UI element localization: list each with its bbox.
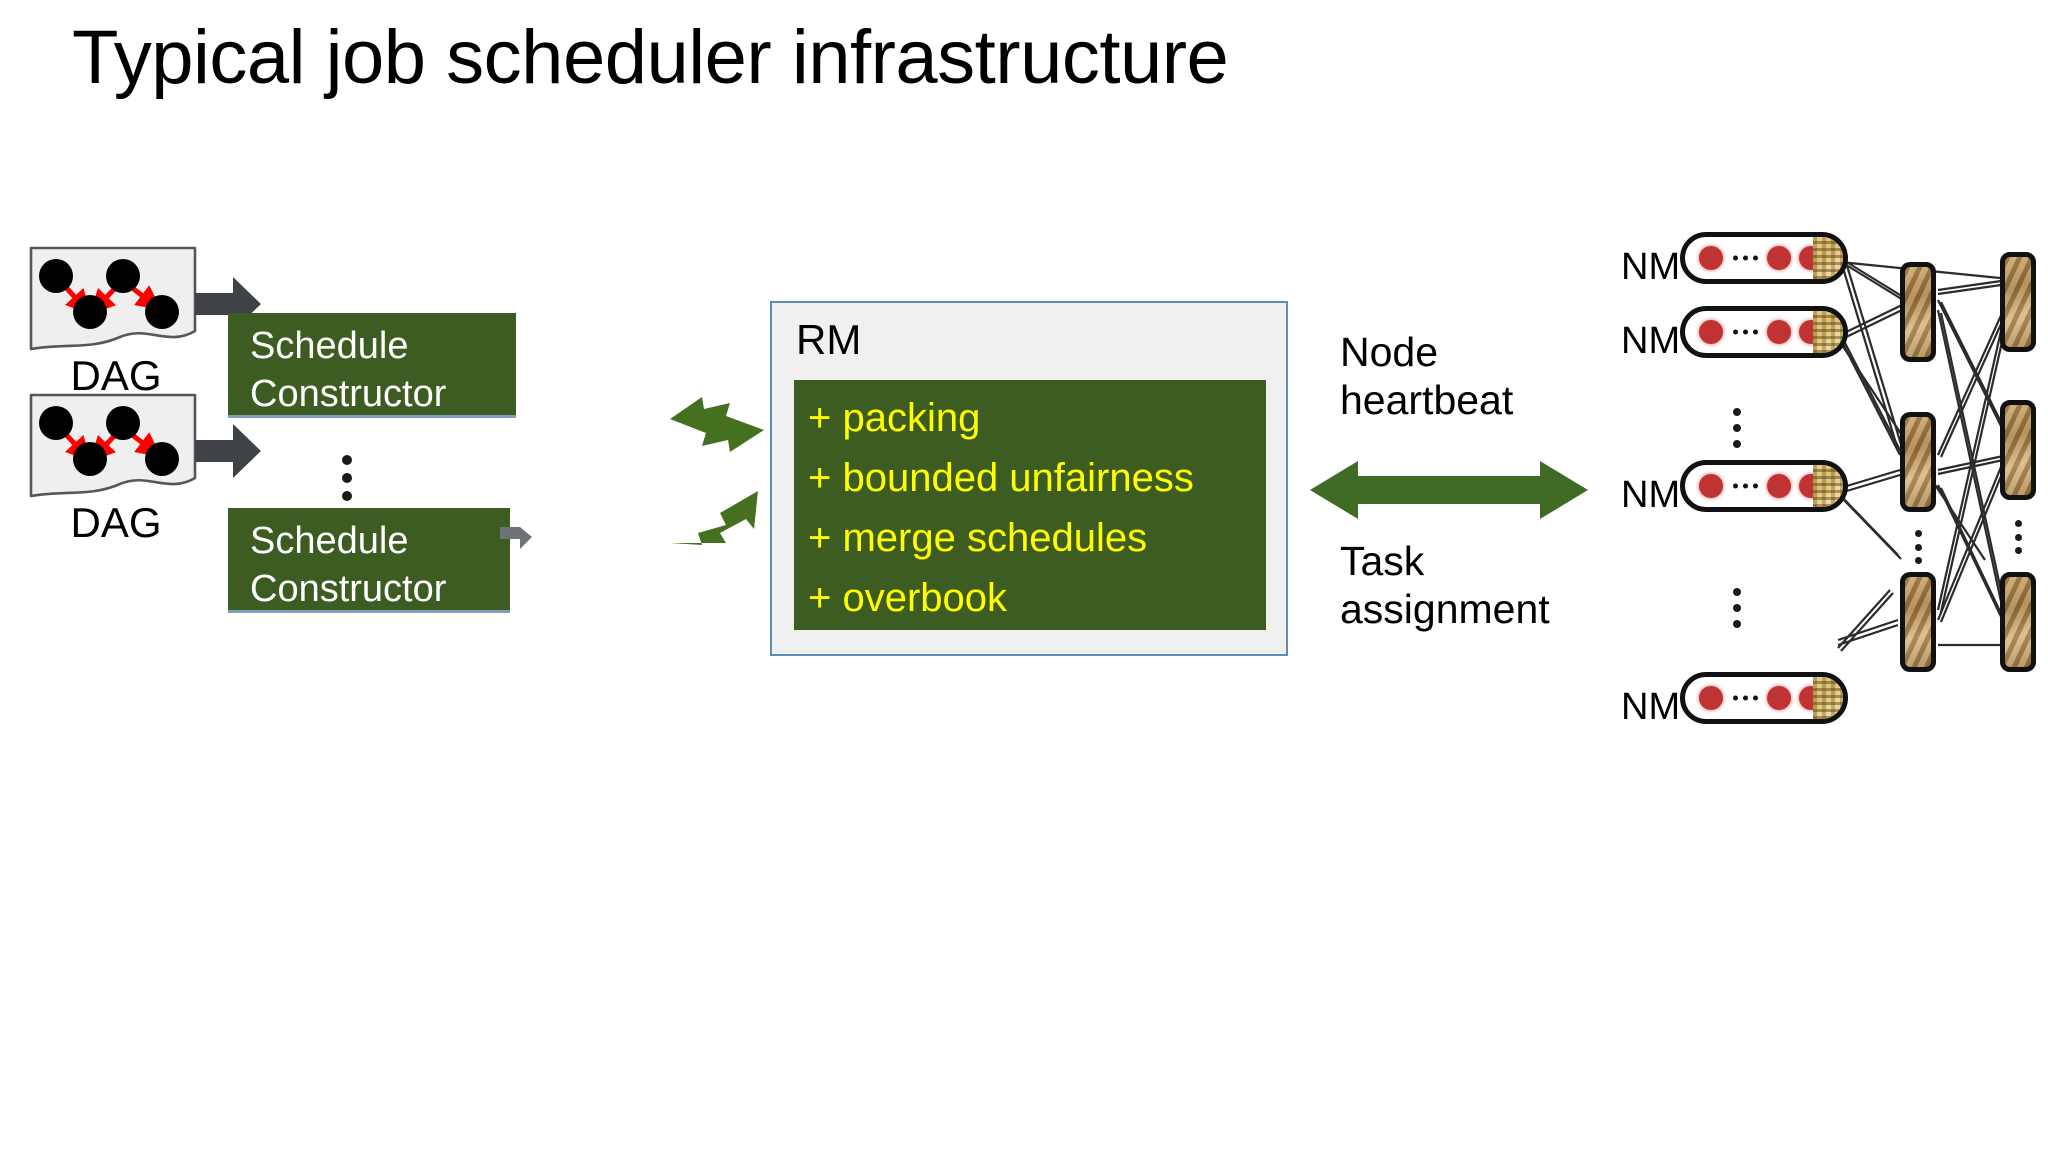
vertical-ellipsis-icon-switch-col1 xyxy=(1915,530,1922,564)
nm-resource-stack-icon xyxy=(1813,677,1843,719)
green-double-arrow-diagonal-icon-2 xyxy=(670,491,758,545)
task-assignment-line1: Task xyxy=(1340,538,1425,584)
rm-panel[interactable]: RM + packing + bounded unfairness + merg… xyxy=(770,301,1288,656)
page-title: Typical job scheduler infrastructure xyxy=(72,15,1229,100)
nm-core-ellipsis-icon xyxy=(1733,255,1758,261)
rm-label: RM xyxy=(796,316,862,363)
dag-document-icon xyxy=(29,246,197,351)
nm-core xyxy=(1767,474,1791,498)
schedule-constructor-box-2[interactable]: Schedule Constructor xyxy=(228,508,510,613)
network-switch-icon-6[interactable] xyxy=(2000,572,2036,672)
sc-label-line2: Constructor xyxy=(250,567,447,610)
nm-label-3: NM xyxy=(1621,474,1681,516)
nm-core xyxy=(1767,686,1791,710)
schedule-constructor-box-1[interactable]: Schedule Constructor xyxy=(228,313,516,418)
nm-label-4: NM xyxy=(1621,686,1681,728)
nm-core-ellipsis-icon xyxy=(1733,329,1758,335)
nm-label-1: NM xyxy=(1621,246,1681,288)
network-switch-icon-2[interactable] xyxy=(2000,252,2036,352)
dag-caption-1: DAG xyxy=(70,352,162,399)
nm-node-2[interactable] xyxy=(1680,306,1848,358)
vertical-ellipsis-icon-nm-upper xyxy=(1733,408,1741,448)
nm-core-ellipsis-icon xyxy=(1733,695,1758,701)
dag-caption-2: DAG xyxy=(70,499,162,546)
network-switch-icon-1[interactable] xyxy=(1900,262,1936,362)
network-switch-icon-4[interactable] xyxy=(2000,400,2036,500)
nm-core xyxy=(1699,474,1723,498)
nm-node-1[interactable] xyxy=(1680,232,1848,284)
network-switch-icon-5[interactable] xyxy=(1900,572,1936,672)
green-double-arrow-horizontal-icon xyxy=(1310,461,1588,519)
nm-core xyxy=(1699,246,1723,270)
vertical-ellipsis-icon-constructors xyxy=(341,455,353,501)
rm-feature-item: + overbook xyxy=(808,576,1008,620)
vertical-ellipsis-icon-nm-lower xyxy=(1733,588,1741,628)
task-assignment-line2: assignment xyxy=(1340,586,1550,633)
rm-feature-list: + packing + bounded unfairness + merge s… xyxy=(794,380,1266,630)
nm-resource-stack-icon xyxy=(1813,311,1843,353)
gray-block-arrow-right-icon-2 xyxy=(195,424,261,478)
nm-label-2: NM xyxy=(1621,320,1681,362)
rm-feature-item: + packing xyxy=(808,396,981,440)
nm-core xyxy=(1767,246,1791,270)
sc-label-line1: Schedule xyxy=(250,520,409,562)
rm-feature-item: + merge schedules xyxy=(808,516,1148,560)
dag-document-icon-2 xyxy=(29,393,197,498)
task-assignment-label: Task assignment xyxy=(1340,537,1550,634)
sc-label-line2: Constructor xyxy=(250,372,447,415)
rm-feature-item: + bounded unfairness xyxy=(808,456,1194,500)
vertical-ellipsis-icon-switch-col2 xyxy=(2015,520,2022,554)
network-switch-icon-3[interactable] xyxy=(1900,412,1936,512)
green-double-arrow-diagonal-icon-1 xyxy=(670,397,764,452)
nm-node-3[interactable] xyxy=(1680,460,1848,512)
gray-block-arrow-right-icon-3 xyxy=(500,527,532,549)
node-heartbeat-label: Node heartbeat xyxy=(1340,328,1513,425)
nm-node-4[interactable] xyxy=(1680,672,1848,724)
nm-resource-stack-icon xyxy=(1813,237,1843,279)
node-heartbeat-line2: heartbeat xyxy=(1340,377,1514,424)
nm-core-ellipsis-icon xyxy=(1733,483,1758,489)
nm-core xyxy=(1767,320,1791,344)
nm-resource-stack-icon xyxy=(1813,465,1843,507)
nm-core xyxy=(1699,686,1723,710)
node-heartbeat-line1: Node xyxy=(1340,329,1439,375)
sc-label-line1: Schedule xyxy=(250,325,409,367)
nm-core xyxy=(1699,320,1723,344)
